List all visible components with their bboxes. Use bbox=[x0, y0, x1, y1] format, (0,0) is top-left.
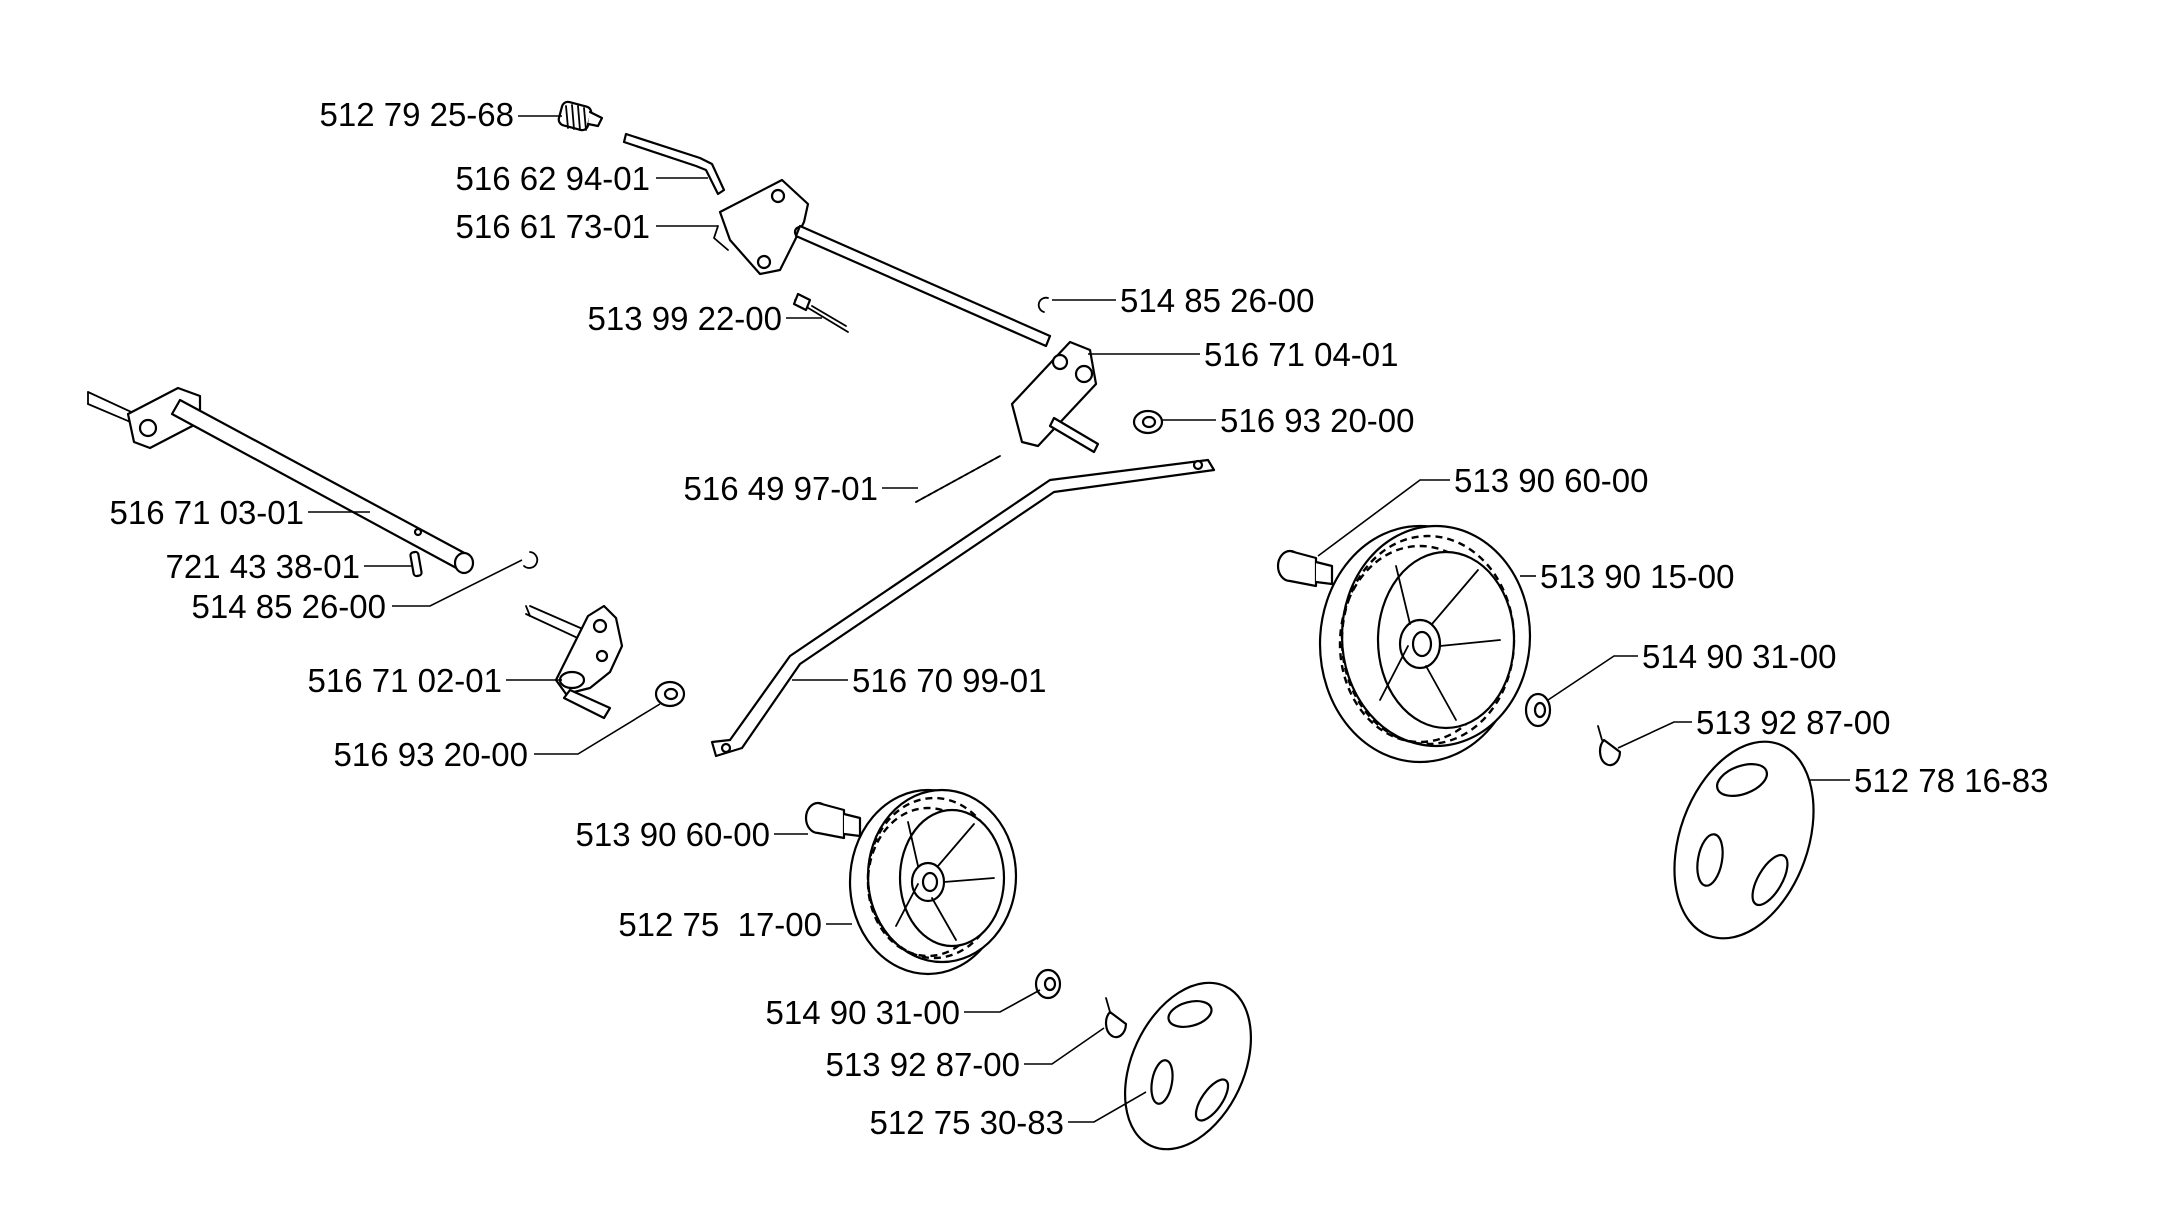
part-label-p02: 516 62 94-01 bbox=[455, 160, 650, 197]
nut-left-part bbox=[1034, 968, 1062, 1000]
part-number-labels: 512 79 25-68 516 62 94-01 516 61 73-01 5… bbox=[109, 96, 2048, 1141]
leader-p14 bbox=[1547, 655, 1638, 701]
washer-lower-part bbox=[654, 680, 686, 708]
wheel-right-part bbox=[1318, 524, 1532, 764]
leader-p18 bbox=[534, 703, 661, 755]
roll-pin-part bbox=[409, 550, 423, 578]
part-label-p12: 721 43 38-01 bbox=[165, 548, 360, 585]
part-label-p05: 513 99 22-00 bbox=[587, 300, 782, 337]
part-label-p07: 516 93 20-00 bbox=[1220, 402, 1415, 439]
part-label-p06: 516 71 04-01 bbox=[1204, 336, 1399, 373]
lower-bracket-part bbox=[525, 604, 624, 720]
wheel-bolt-right-part bbox=[1276, 549, 1334, 588]
leader-p09 bbox=[1317, 479, 1450, 557]
pin-part bbox=[792, 292, 849, 333]
leader-p23 bbox=[1024, 1027, 1105, 1065]
part-label-p21: 512 75 17-00 bbox=[618, 906, 822, 943]
part-label-p09: 513 90 60-00 bbox=[1454, 462, 1649, 499]
spring-part bbox=[915, 455, 1001, 503]
part-label-p13: 514 85 26-00 bbox=[191, 588, 386, 625]
leader-p24 bbox=[1068, 1091, 1147, 1123]
part-label-p08: 516 49 97-01 bbox=[683, 470, 878, 507]
axle-bracket-right-part bbox=[1010, 340, 1100, 454]
rear-axle-tube-part bbox=[794, 224, 1052, 348]
hubcap-left-part bbox=[1123, 981, 1253, 1151]
circlip-lower-part bbox=[523, 551, 539, 569]
clip-right-part bbox=[1597, 725, 1622, 767]
front-axle-tube-part bbox=[87, 386, 475, 575]
part-label-p18: 516 93 20-00 bbox=[333, 736, 528, 773]
part-label-p23: 513 92 87-00 bbox=[825, 1046, 1020, 1083]
part-label-p15: 516 71 02-01 bbox=[307, 662, 502, 699]
part-label-p17: 513 92 87-00 bbox=[1696, 704, 1891, 741]
part-label-p11: 513 90 15-00 bbox=[1540, 558, 1735, 595]
part-label-p19: 512 78 16-83 bbox=[1854, 762, 2049, 799]
circlip-upper-part bbox=[1037, 296, 1049, 313]
part-label-p03: 516 61 73-01 bbox=[455, 208, 650, 245]
part-label-p16: 516 70 99-01 bbox=[852, 662, 1047, 699]
part-label-p20: 513 90 60-00 bbox=[575, 816, 770, 853]
part-label-p14: 514 90 31-00 bbox=[1642, 638, 1837, 675]
connecting-rod-part bbox=[710, 458, 1216, 758]
washer-upper-part bbox=[1132, 409, 1164, 435]
nut-right-part bbox=[1524, 692, 1552, 728]
clip-left-part bbox=[1104, 997, 1128, 1039]
height-lever-part bbox=[622, 132, 726, 196]
hubcap-right-part bbox=[1673, 740, 1815, 940]
part-label-p22: 514 90 31-00 bbox=[765, 994, 960, 1031]
leader-p22 bbox=[964, 989, 1041, 1013]
part-label-p04: 514 85 26-00 bbox=[1120, 282, 1315, 319]
part-label-p24: 512 75 30-83 bbox=[869, 1104, 1064, 1141]
knob-grip-part bbox=[557, 100, 604, 132]
leader-p13 bbox=[392, 559, 523, 607]
leader-p17 bbox=[1617, 721, 1692, 749]
wheel-bolt-left-part bbox=[804, 801, 862, 840]
wheel-left-part bbox=[848, 788, 1018, 976]
leader-lines bbox=[308, 115, 1850, 1123]
part-label-p01: 512 79 25-68 bbox=[319, 96, 514, 133]
part-label-p10: 516 71 03-01 bbox=[109, 494, 304, 531]
upper-bracket-part bbox=[713, 178, 810, 276]
